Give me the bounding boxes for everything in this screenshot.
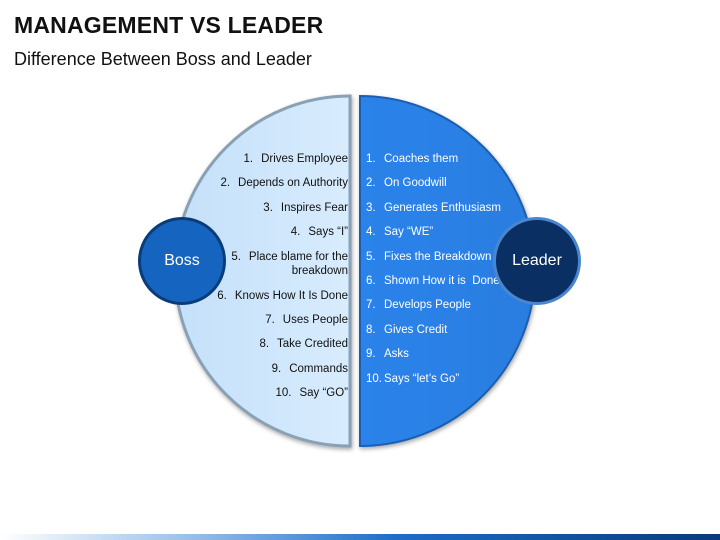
- boss-badge: Boss: [138, 217, 226, 305]
- list-item: 6.Shown How it is Done: [366, 275, 500, 287]
- list-item: 1.Drives Employee: [243, 153, 348, 165]
- list-item: 3.Generates Enthusiasm: [366, 202, 501, 214]
- leader-badge: Leader: [493, 217, 581, 305]
- list-item: 2.Depends on Authority: [220, 177, 348, 189]
- footer-accent-bar: [0, 534, 720, 540]
- list-item: 9.Commands: [271, 363, 348, 375]
- list-item: 1.Coaches them: [366, 153, 459, 165]
- list-item: 9.Asks: [366, 348, 409, 360]
- list-item: 2.On Goodwill: [366, 177, 447, 189]
- list-item: 10.Say “GO”: [275, 387, 348, 399]
- list-item: 4.Say “WE”: [366, 226, 434, 238]
- boss-label: Boss: [164, 252, 200, 269]
- list-item: 10.Says “let’s Go”: [366, 373, 460, 385]
- list-item: 5.Fixes the Breakdown: [366, 251, 492, 263]
- list-item: 8.Gives Credit: [366, 324, 448, 336]
- list-item: 7.Develops People: [366, 299, 471, 311]
- list-item: 3.Inspires Fear: [263, 202, 348, 214]
- list-item: 6.Knows How It Is Done: [217, 290, 348, 302]
- list-item: 7.Uses People: [265, 314, 348, 326]
- list-item: 4.Says “I”: [290, 226, 348, 238]
- page-title: MANAGEMENT VS LEADER: [14, 12, 324, 38]
- list-item: 8.Take Credited: [259, 338, 348, 350]
- page-subtitle: Difference Between Boss and Leader: [14, 49, 312, 69]
- leader-label: Leader: [512, 252, 562, 269]
